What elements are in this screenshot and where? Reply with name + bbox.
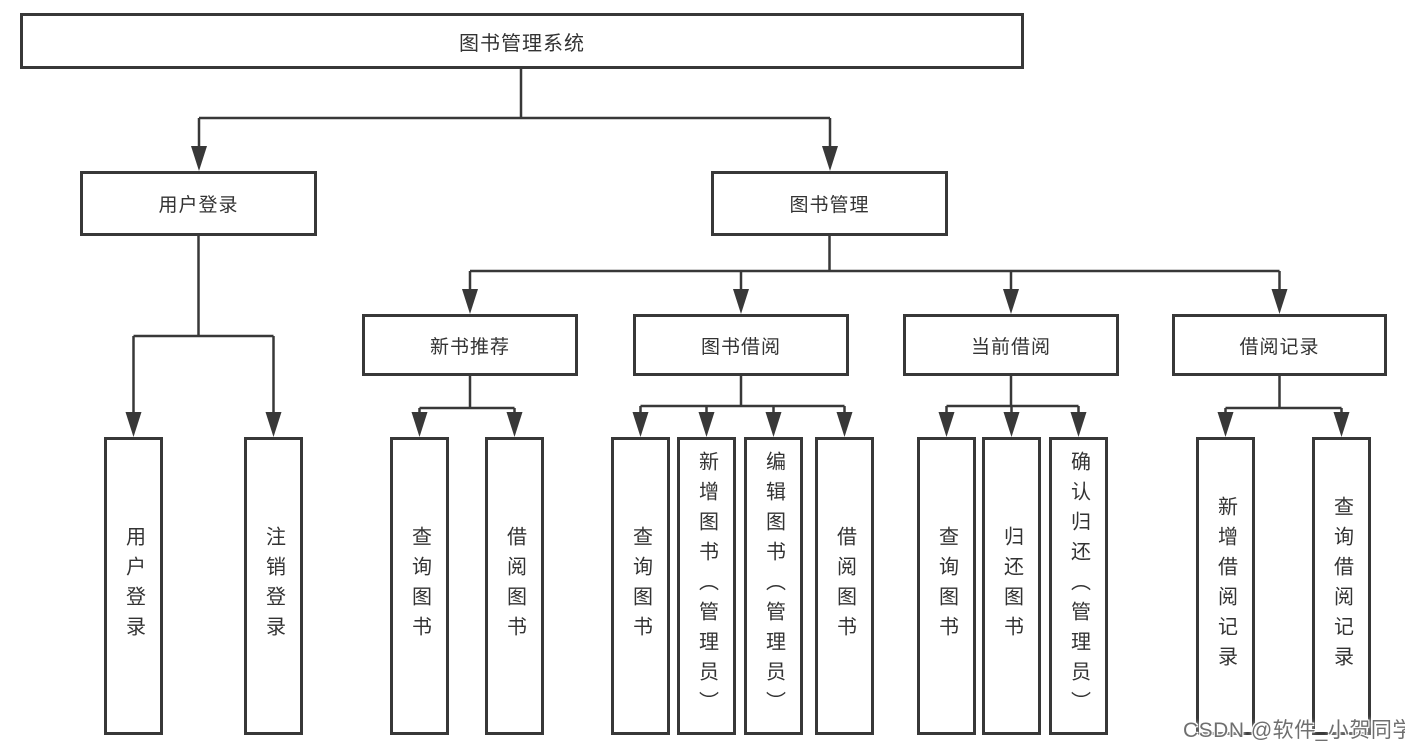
node-book-mgmt-label: 图书管理	[789, 195, 870, 216]
node-current-borrow-label: 当前借阅	[970, 336, 1051, 358]
connector-root	[197, 68, 832, 150]
connector-book-mgmt	[468, 236, 1281, 292]
connector-borrow-records	[1224, 376, 1343, 416]
node-root: 图书管理系统	[20, 13, 1024, 69]
node-book-mgmt: 图书管理	[711, 171, 948, 236]
node-leaf-query-books-3-label: 查询图书	[935, 526, 958, 646]
node-leaf-borrow-books-2-label: 借阅图书	[833, 526, 856, 646]
connector-new-books	[418, 376, 516, 416]
node-borrow-records: 借阅记录	[1172, 314, 1387, 376]
node-leaf-query-books-2-label: 查询图书	[629, 526, 652, 646]
node-leaf-user-login-label: 用户登录	[122, 526, 145, 646]
node-leaf-query-record-label: 查询借阅记录	[1330, 496, 1353, 676]
node-leaf-logout-label: 注销登录	[262, 526, 285, 646]
node-user-login: 用户登录	[80, 171, 317, 236]
node-leaf-add-record: 新增借阅记录	[1196, 437, 1255, 735]
node-book-borrow-label: 图书借阅	[700, 336, 781, 358]
node-leaf-borrow-books-2: 借阅图书	[815, 437, 874, 735]
node-new-books-label: 新书推荐	[429, 336, 510, 358]
node-leaf-confirm-return-label: 确认归还（管理员）	[1067, 451, 1090, 721]
arrowheads	[125, 146, 1350, 437]
node-leaf-edit-books-label: 编辑图书（管理员）	[762, 451, 785, 721]
node-leaf-logout: 注销登录	[244, 437, 303, 735]
node-borrow-records-label: 借阅记录	[1239, 336, 1320, 358]
node-leaf-query-books-3: 查询图书	[917, 437, 976, 735]
node-user-login-label: 用户登录	[158, 195, 239, 216]
node-book-borrow: 图书借阅	[633, 314, 849, 376]
node-leaf-edit-books: 编辑图书（管理员）	[744, 437, 803, 735]
node-current-borrow: 当前借阅	[903, 314, 1119, 376]
connector-user-login	[132, 236, 275, 414]
node-leaf-confirm-return: 确认归还（管理员）	[1049, 437, 1108, 735]
node-leaf-add-books: 新增图书（管理员）	[677, 437, 736, 735]
connector-current-borrow	[945, 376, 1080, 416]
node-leaf-borrow-books-1: 借阅图书	[485, 437, 544, 735]
node-leaf-query-record: 查询借阅记录	[1312, 437, 1371, 735]
node-leaf-add-record-label: 新增借阅记录	[1214, 496, 1237, 676]
node-leaf-query-books-1: 查询图书	[390, 437, 449, 735]
node-new-books: 新书推荐	[362, 314, 578, 376]
node-leaf-add-books-label: 新增图书（管理员）	[695, 451, 718, 721]
connector-book-borrow	[639, 376, 846, 416]
node-root-label: 图书管理系统	[459, 32, 585, 55]
csdn-watermark: CSDN @软件_小贺同学	[1183, 719, 1405, 742]
node-leaf-query-books-2: 查询图书	[611, 437, 670, 735]
node-leaf-user-login: 用户登录	[104, 437, 163, 735]
node-leaf-return-books-label: 归还图书	[1000, 526, 1023, 646]
node-leaf-borrow-books-1-label: 借阅图书	[503, 526, 526, 646]
node-leaf-return-books: 归还图书	[982, 437, 1041, 735]
node-leaf-query-books-1-label: 查询图书	[408, 526, 431, 646]
